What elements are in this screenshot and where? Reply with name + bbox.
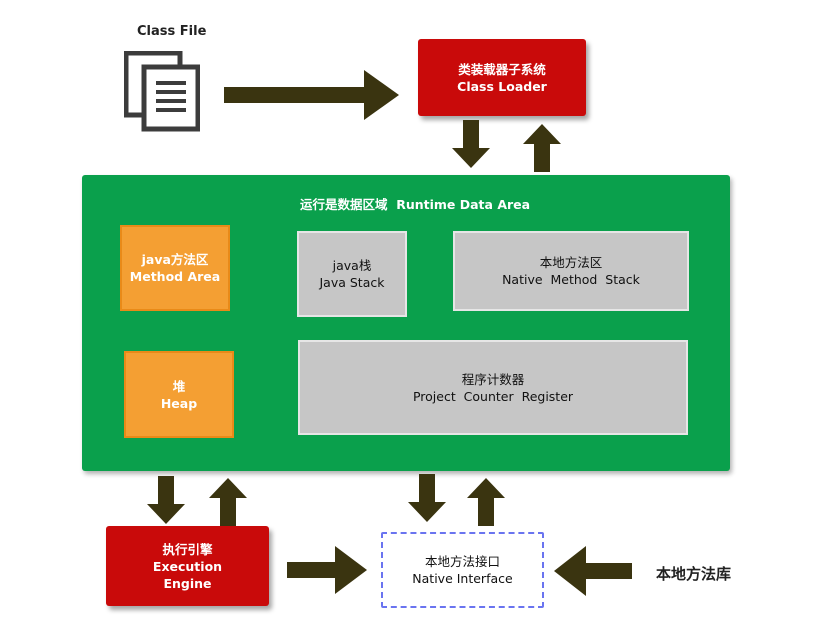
execution-engine-label-en-2: Engine [163,575,212,591]
method-area-label-en: Method Area [129,269,221,284]
program-counter-label-en: Project Counter Register [412,388,574,404]
program-counter-register-box: 程序计数器 Project Counter Register [298,340,688,435]
heap-label-cn: 堆 [172,378,186,394]
arrow-up-from-native-interface [467,478,505,526]
execution-engine-box: 执行引擎 Execution Engine [106,526,269,606]
program-counter-label-cn: 程序计数器 [461,371,525,387]
native-method-stack-label-cn: 本地方法区 [539,255,603,270]
class-file-label: Class File [137,24,207,39]
document-stack-icon [124,51,200,132]
native-method-stack-label-en: Native Method Stack [502,272,640,287]
execution-engine-label-cn: 执行引擎 [162,541,213,557]
heap-box: 堆 Heap [124,351,234,438]
java-stack-label-cn: java栈 [332,258,372,273]
native-interface-box: 本地方法接口 Native Interface [381,532,544,608]
class-loader-box: 类装载器子系统 Class Loader [418,39,586,116]
java-stack-box: java栈 Java Stack [297,231,407,317]
class-loader-label-en: Class Loader [457,78,547,94]
class-loader-label-cn: 类装载器子系统 [458,61,546,77]
runtime-data-area-title: 运行是数据区域 Runtime Data Area [300,197,531,212]
arrow-down-to-native-interface [408,474,446,522]
native-interface-label-cn: 本地方法接口 [424,554,500,569]
arrow-up-to-class-loader [523,124,561,172]
arrow-up-from-execution-engine [209,478,247,526]
arrow-right-to-class-loader [224,70,399,120]
arrow-right-to-native-interface [287,546,367,594]
java-stack-label-en: Java Stack [319,275,385,290]
native-method-stack-box: 本地方法区 Native Method Stack [453,231,689,311]
execution-engine-label-en-1: Execution [152,558,223,574]
arrow-left-to-native-interface [554,546,632,596]
heap-label-en: Heap [160,395,198,411]
native-interface-label-en: Native Interface [412,571,513,586]
arrow-down-from-class-loader [452,120,490,168]
arrow-down-to-execution-engine [147,476,185,524]
method-area-box: java方法区 Method Area [120,225,230,311]
method-area-label-cn: java方法区 [141,252,209,267]
native-library-label: 本地方法库 [656,565,732,583]
